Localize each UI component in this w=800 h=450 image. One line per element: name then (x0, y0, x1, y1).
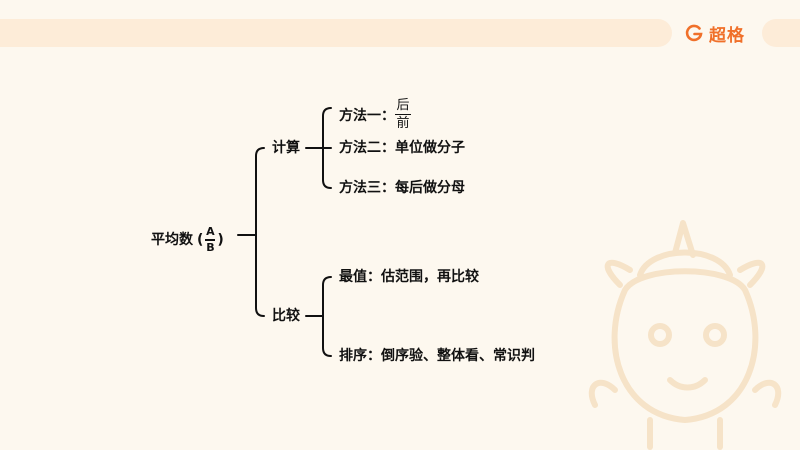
bracket-compare (322, 276, 332, 357)
branch-compare: 比较 (272, 308, 300, 324)
calc-method-1-denominator: 前 (396, 116, 410, 131)
root-numerator: A (206, 225, 215, 238)
calc-method-1-prefix: 方法一： (339, 107, 395, 124)
calc-method-1-numerator: 后 (396, 98, 410, 113)
branch-calc: 计算 (272, 140, 300, 156)
calc-method-1: 方法一： 后 前 (339, 98, 411, 132)
root-label: 平均数 (151, 231, 193, 248)
root-node: 平均数 ( A B ) (151, 226, 224, 254)
bracket-main (255, 147, 265, 317)
root-close-paren: ) (217, 231, 224, 248)
calc-method-1-fraction: 后 前 (395, 98, 411, 131)
fraction-bar (205, 239, 216, 241)
root-denominator: B (206, 240, 215, 254)
fraction-bar (395, 114, 411, 115)
root-fraction: A B (205, 225, 216, 254)
root-open-paren: ( (197, 231, 204, 248)
brand-name: 超格 (709, 25, 745, 46)
unicorn-mascot-watermark (588, 220, 782, 450)
header-bar-tail (762, 19, 800, 47)
brand-logo: 超格 (684, 21, 745, 46)
header-bar (0, 19, 672, 47)
compare-sort: 排序：倒序验、整体看、常识判 (339, 348, 535, 364)
calc-method-2: 方法二：单位做分子 (339, 140, 465, 156)
brand-g-icon (685, 24, 703, 42)
calc-method-3: 方法三：每后做分母 (339, 180, 465, 196)
compare-extreme: 最值：估范围，再比较 (339, 269, 479, 285)
